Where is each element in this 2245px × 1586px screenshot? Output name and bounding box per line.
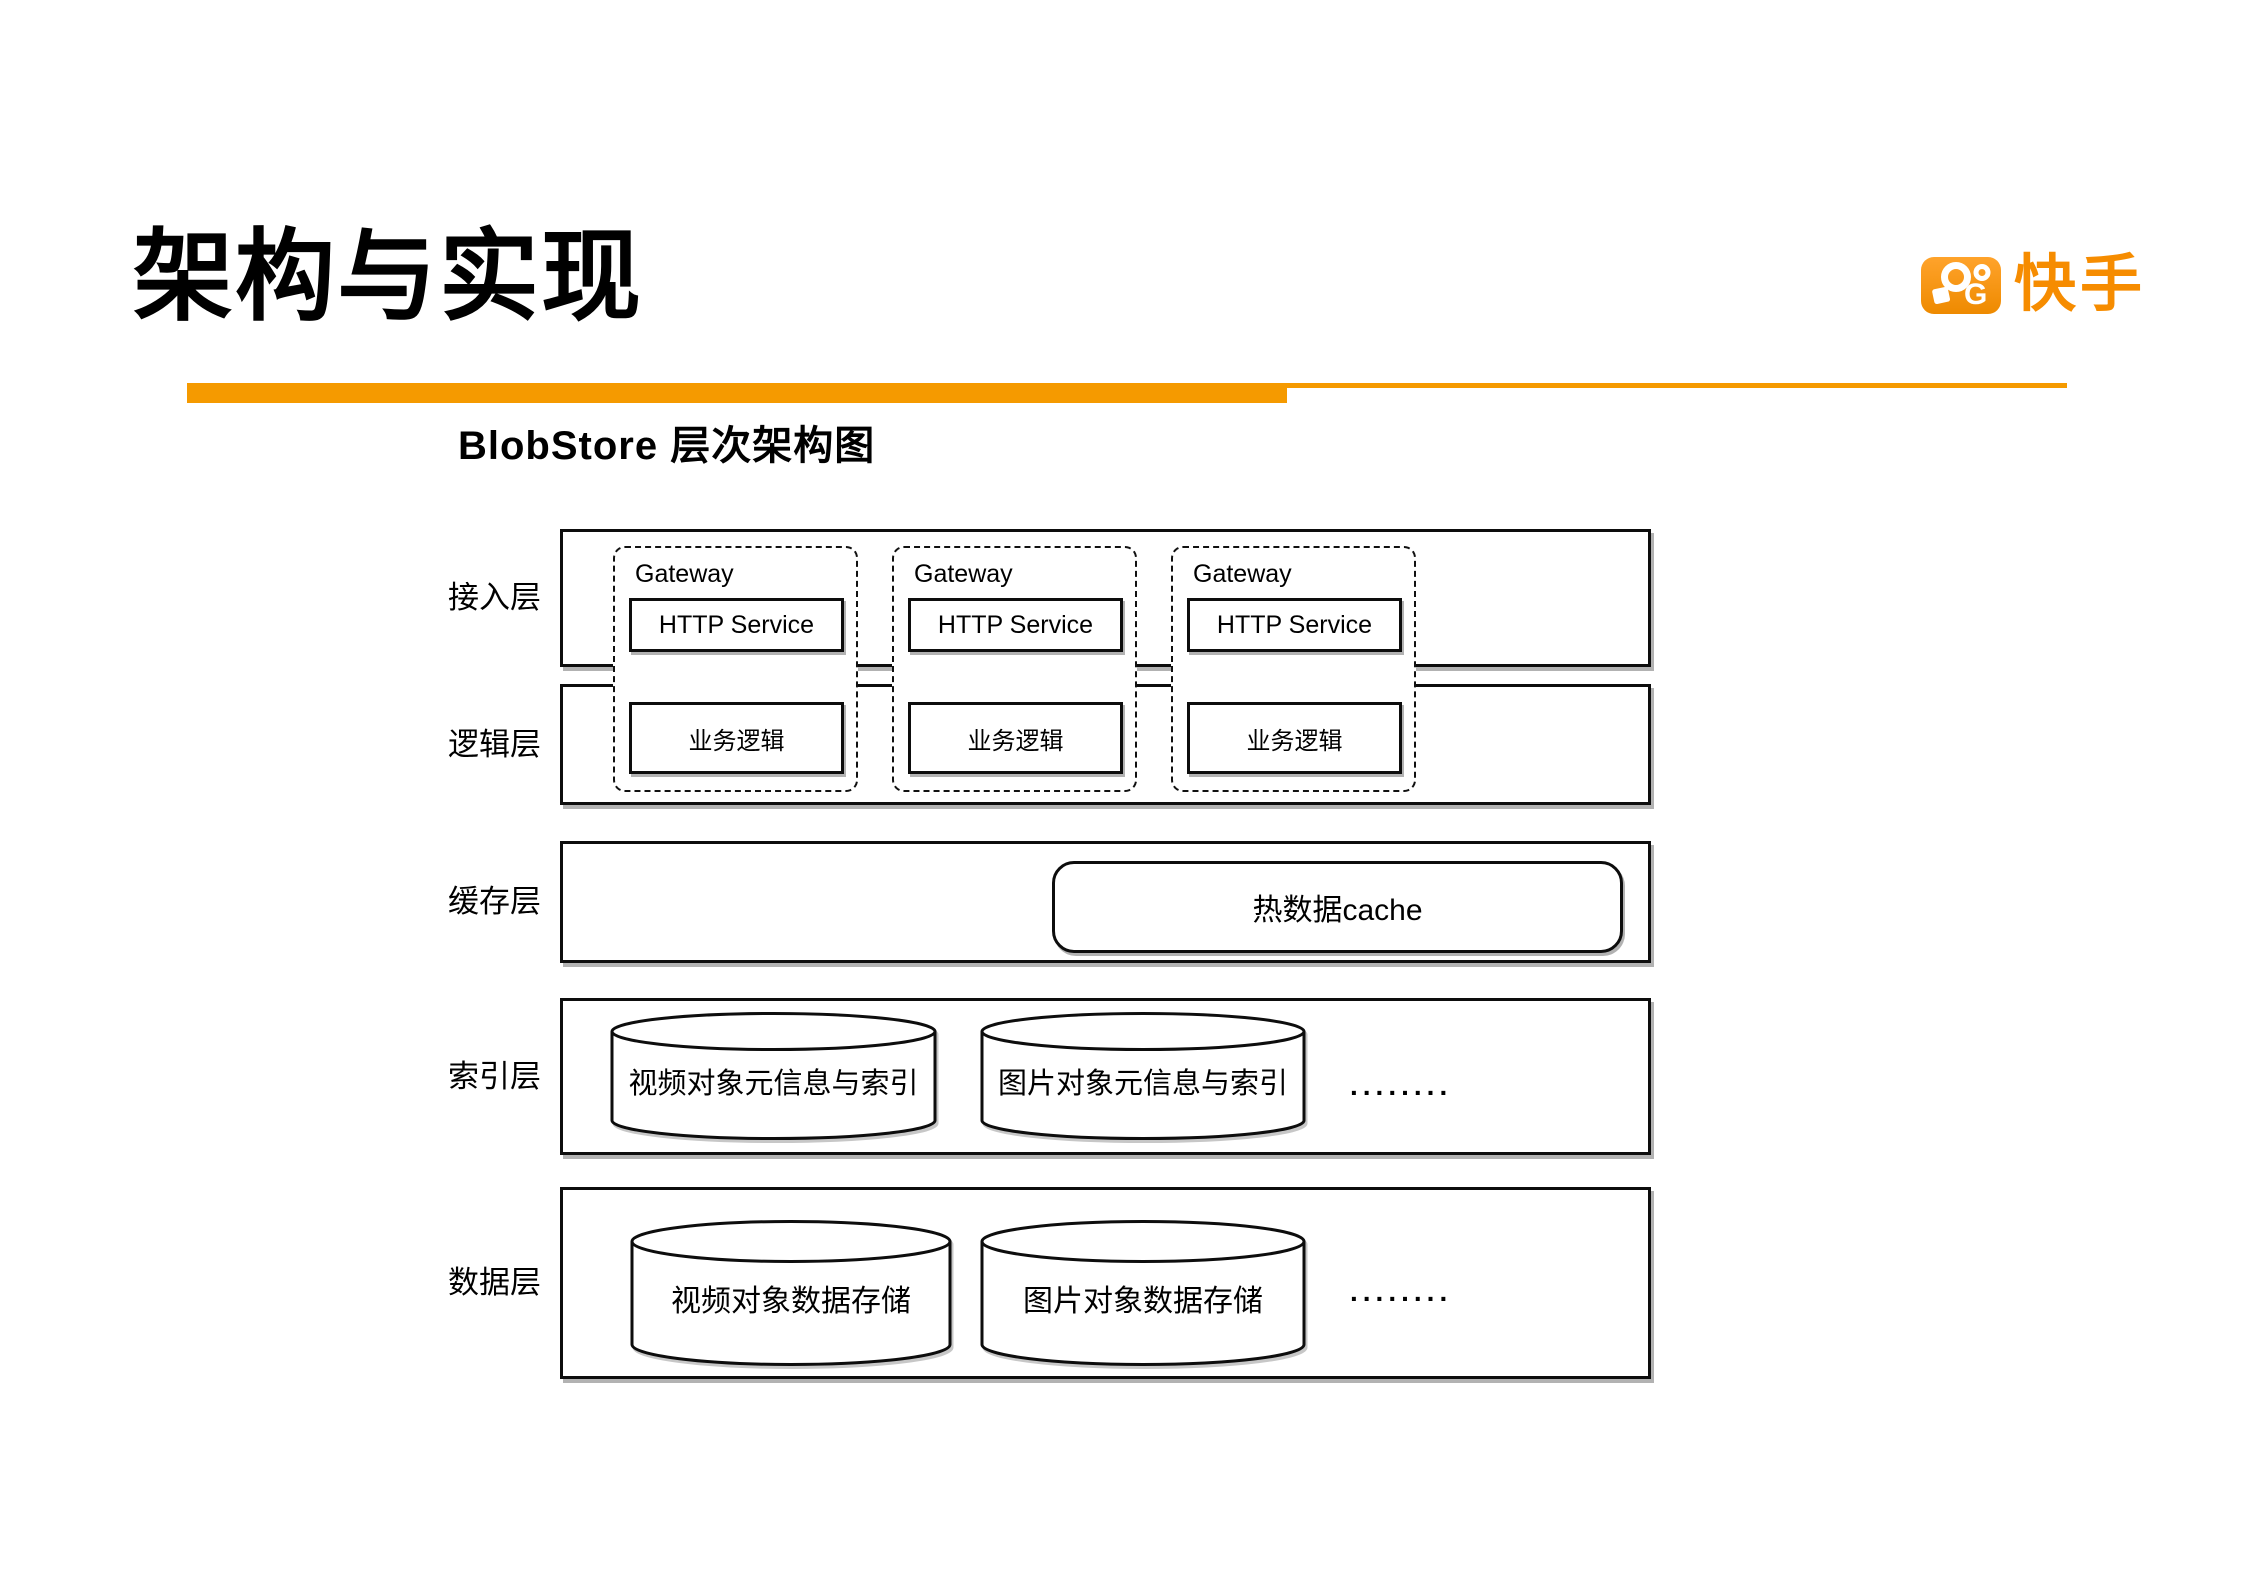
kuaishou-camera-icon: G (1921, 257, 2001, 314)
ellipsis-dots-index: ........ (1350, 1070, 1453, 1101)
database-cylinder-image-index (980, 1012, 1306, 1140)
business-logic-box: 业务逻辑 (908, 702, 1123, 774)
http-service-box: HTTP Service (908, 598, 1123, 652)
gateway-group-2: Gateway HTTP Service 业务逻辑 (892, 546, 1137, 792)
gateway-group-1: Gateway HTTP Service 业务逻辑 (613, 546, 858, 792)
layer-label-index: 索引层 (448, 1059, 541, 1094)
business-logic-box: 业务逻辑 (629, 702, 844, 774)
database-cylinder-image-storage (980, 1220, 1306, 1366)
ellipsis-dots-data: ........ (1350, 1276, 1453, 1307)
layer-label-logic: 逻辑层 (448, 727, 541, 762)
gateway-title: Gateway (1193, 560, 1292, 588)
page-title: 架构与实现 (133, 221, 643, 333)
hot-data-cache-box: 热数据cache (1052, 861, 1623, 953)
database-cylinder-video-index (610, 1012, 937, 1140)
cylinder-label-video-index: 视频对象元信息与索引 (628, 1068, 919, 1100)
accent-bar (187, 383, 1287, 403)
accent-thin-line (1287, 383, 2067, 388)
brand-wordmark: 快手 (2014, 250, 2147, 319)
layer-label-access: 接入层 (448, 580, 541, 615)
gateway-group-3: Gateway HTTP Service 业务逻辑 (1171, 546, 1416, 792)
cylinder-label-image-index: 图片对象元信息与索引 (997, 1068, 1288, 1100)
layer-label-data: 数据层 (448, 1265, 541, 1300)
http-service-box: HTTP Service (629, 598, 844, 652)
cylinder-label-image-storage: 图片对象数据存储 (1023, 1285, 1263, 1318)
diagram-subtitle: BlobStore 层次架构图 (458, 424, 876, 468)
gateway-title: Gateway (914, 560, 1013, 588)
brand-logo: G 快手 (1921, 250, 2245, 320)
logo-g-shape: G (1964, 278, 1987, 311)
database-cylinder-video-storage (630, 1220, 952, 1366)
business-logic-box: 业务逻辑 (1187, 702, 1402, 774)
cylinder-label-video-storage: 视频对象数据存储 (671, 1285, 911, 1318)
layer-label-cache: 缓存层 (448, 884, 541, 919)
gateway-title: Gateway (635, 560, 734, 588)
http-service-box: HTTP Service (1187, 598, 1402, 652)
